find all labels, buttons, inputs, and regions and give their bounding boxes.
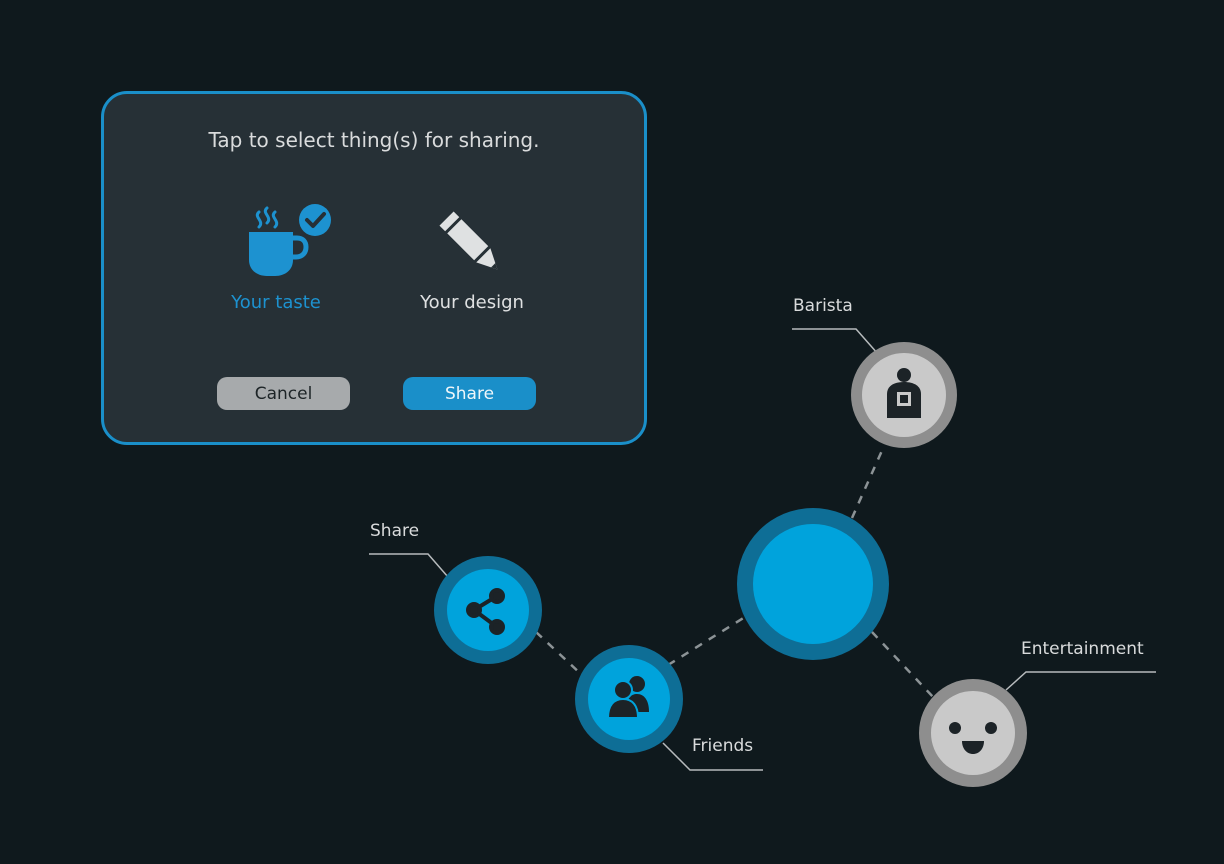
node-label-share: Share (370, 521, 420, 541)
cancel-button[interactable]: Cancel (217, 377, 350, 410)
option-label-your-design: Your design (420, 292, 524, 313)
barista-node[interactable] (851, 342, 957, 448)
option-your-taste[interactable]: Your taste (176, 204, 376, 313)
barista-icon (887, 368, 921, 418)
coffee-cup-icon (249, 204, 331, 276)
connector-lines (535, 445, 935, 699)
check-icon (299, 204, 331, 236)
friends-node[interactable] (575, 645, 683, 753)
share-node[interactable] (434, 556, 542, 664)
share-button[interactable]: Share (403, 377, 536, 410)
option-label-your-taste: Your taste (231, 292, 321, 313)
center-node[interactable] (737, 508, 889, 660)
share-icon (466, 588, 505, 635)
pencil-icon (439, 211, 498, 270)
node-label-barista: Barista (793, 296, 853, 316)
share-dialog: Tap to select thing(s) for sharing. Your… (101, 91, 647, 445)
leader-lines (369, 328, 1156, 771)
entertainment-node[interactable] (919, 679, 1027, 787)
dialog-title: Tap to select thing(s) for sharing. (208, 128, 540, 152)
smiley-icon (949, 722, 997, 754)
node-label-entertainment: Entertainment (1021, 639, 1144, 659)
node-label-friends: Friends (692, 736, 754, 756)
option-your-design[interactable]: Your design (372, 204, 572, 313)
friends-icon (606, 676, 649, 719)
